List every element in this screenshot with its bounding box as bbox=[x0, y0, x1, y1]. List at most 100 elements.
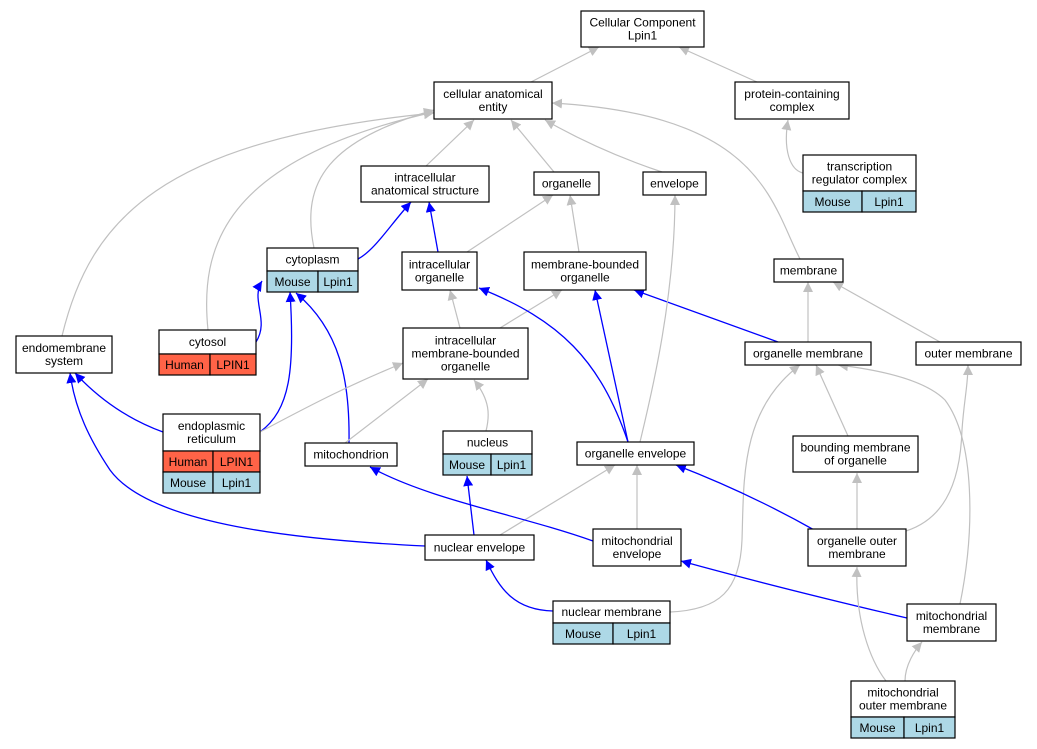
node-label: Lpin1 bbox=[628, 29, 658, 43]
edge-mbo-to-organelle bbox=[566, 194, 580, 253]
edge-ne-to-nucleus bbox=[463, 475, 475, 536]
edge-organelle-to-cae bbox=[510, 119, 555, 173]
edge-cae-to-root bbox=[530, 46, 600, 83]
node-label: Cellular Component bbox=[589, 16, 696, 30]
node-box bbox=[642, 171, 707, 196]
node-label: outer membrane bbox=[924, 347, 1012, 361]
node-ne[interactable]: nuclear envelope bbox=[424, 534, 535, 561]
node-box bbox=[915, 341, 1022, 366]
node-label: organelle envelope bbox=[585, 447, 687, 461]
node-box bbox=[906, 603, 997, 642]
node-box bbox=[424, 534, 535, 561]
gene-label: Lpin1 bbox=[323, 275, 353, 289]
gene-label: Lpin1 bbox=[497, 458, 527, 472]
node-box bbox=[523, 251, 647, 291]
node-box bbox=[592, 528, 682, 567]
edge-mom-to-oom bbox=[851, 566, 887, 682]
gene-label: Lpin1 bbox=[222, 476, 252, 490]
node-box bbox=[158, 329, 257, 355]
node-label: nuclear envelope bbox=[434, 541, 526, 555]
node-box bbox=[162, 413, 261, 452]
node-label: mitochondrial bbox=[867, 686, 938, 700]
edge-trc-to-pcc bbox=[781, 119, 804, 174]
node-label: membrane bbox=[923, 622, 981, 636]
gene-cell bbox=[490, 453, 533, 476]
node-organelle[interactable]: organelle bbox=[533, 171, 600, 196]
edge-oe-to-io bbox=[478, 287, 629, 443]
node-label: organelle bbox=[560, 271, 610, 285]
node-label: organelle outer bbox=[817, 534, 897, 548]
edge-pcc-to-root bbox=[678, 46, 758, 83]
species-label: Mouse bbox=[565, 627, 601, 641]
node-label: intracellular bbox=[409, 258, 470, 272]
gene-cell bbox=[209, 353, 257, 376]
node-label: envelope bbox=[650, 177, 699, 191]
edge-mito-to-cytoplasm bbox=[295, 292, 350, 444]
edge-mm-to-om bbox=[837, 361, 971, 605]
node-outm[interactable]: outer membrane bbox=[915, 341, 1022, 366]
edge-imbo-to-io bbox=[447, 289, 461, 329]
gene-cell bbox=[212, 471, 261, 494]
node-box bbox=[360, 165, 490, 203]
species-label: Mouse bbox=[274, 275, 310, 289]
edge-me-to-mito bbox=[369, 466, 594, 542]
gene-cell bbox=[903, 716, 956, 739]
node-mito[interactable]: mitochondrion bbox=[304, 442, 398, 467]
node-box bbox=[807, 528, 907, 567]
node-label: organelle bbox=[415, 271, 465, 285]
node-box bbox=[401, 251, 478, 291]
node-membrane[interactable]: membrane bbox=[773, 258, 844, 283]
edge-cytosol-to-cytoplasm bbox=[252, 280, 263, 343]
node-label: protein-containing bbox=[744, 87, 839, 101]
species-label: Human bbox=[169, 455, 208, 469]
node-box bbox=[744, 341, 872, 366]
node-label: regulator complex bbox=[812, 173, 907, 187]
node-oe[interactable]: organelle envelope bbox=[576, 441, 695, 466]
edge-mm-to-me bbox=[680, 558, 908, 619]
node-box bbox=[533, 171, 600, 196]
node-envelope[interactable]: envelope bbox=[642, 171, 707, 196]
node-om[interactable]: organelle membrane bbox=[744, 341, 872, 366]
node-box bbox=[304, 442, 398, 467]
species-label: Mouse bbox=[170, 476, 206, 490]
node-box bbox=[433, 81, 553, 120]
edge-er-to-imbo bbox=[259, 362, 404, 433]
edge-oom-to-oe bbox=[675, 463, 817, 532]
edge-outm-to-membrane bbox=[832, 281, 941, 343]
gene-cell bbox=[861, 190, 917, 213]
node-box bbox=[802, 154, 917, 192]
edge-nm-to-om bbox=[669, 364, 801, 613]
node-label: complex bbox=[770, 100, 815, 114]
node-box bbox=[580, 10, 705, 48]
edge-nucleus-to-imbo bbox=[473, 379, 489, 432]
edge-ne-to-oe bbox=[499, 464, 616, 536]
edge-io-to-organelle bbox=[466, 194, 554, 253]
node-label: transcription bbox=[827, 160, 892, 174]
edge-ems-to-cae bbox=[61, 109, 435, 337]
node-label: cytosol bbox=[189, 335, 226, 349]
edge-oom-to-outm bbox=[905, 364, 973, 532]
node-label: bounding membrane bbox=[800, 441, 910, 455]
node-label: reticulum bbox=[187, 432, 236, 446]
node-label: endomembrane bbox=[22, 341, 106, 355]
